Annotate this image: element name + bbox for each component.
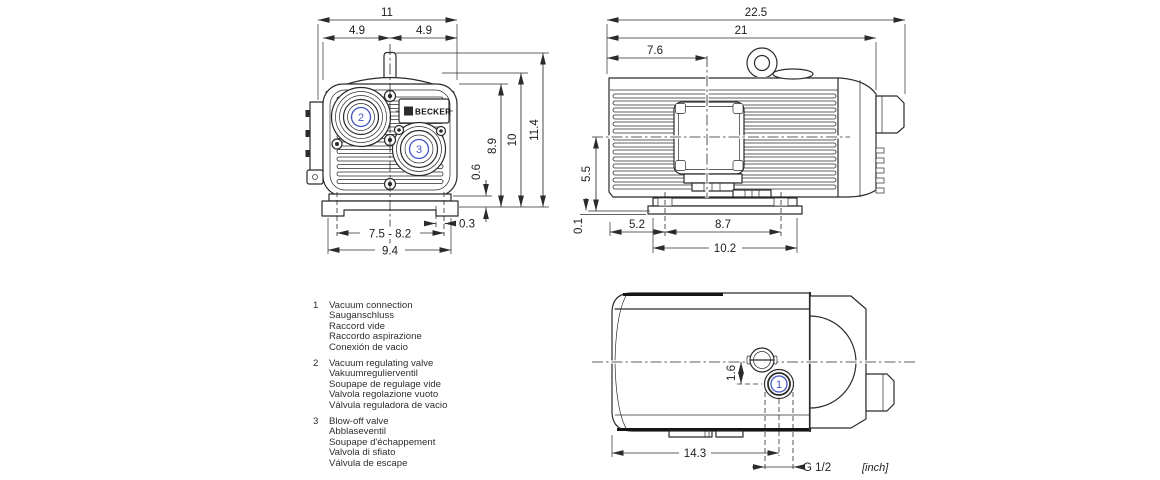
legend-item-1: 1 Vacuum connection Sauganschluss Raccor… bbox=[313, 300, 498, 353]
mounting-tabs-top bbox=[668, 430, 744, 438]
callout-1-label: 1 bbox=[776, 379, 782, 391]
dim-top-port-position: 14.3 bbox=[684, 448, 706, 460]
dim-front-height-total: 11.4 bbox=[529, 119, 541, 141]
dim-front-mount-slot-range: 7.5 - 8.2 bbox=[369, 229, 411, 241]
dim-front-width-right: 4.9 bbox=[416, 25, 432, 37]
dim-top-port-offset: 1.6 bbox=[726, 365, 738, 381]
dim-front-base-step: 0.6 bbox=[471, 164, 483, 180]
brand-text: BECKER bbox=[415, 108, 451, 117]
dim-side-foot-span: 8.7 bbox=[715, 219, 731, 231]
dim-side-length-total: 22.5 bbox=[745, 7, 767, 19]
callout-3-badge bbox=[408, 138, 430, 160]
dim-front-height-dome: 10 bbox=[507, 134, 519, 147]
legend-item-3-line: Valvola di sfiato bbox=[329, 447, 396, 459]
top-view: 1 1.6 14.3 G 1/2 [inch] bbox=[592, 291, 915, 474]
legend-item-3-line: Blow-off valve bbox=[329, 416, 389, 428]
vacuum-regulating-valve: 2 bbox=[330, 86, 392, 150]
legend-item-2-line: Válvula reguladora de vacio bbox=[329, 399, 448, 411]
dim-front-height-body: 8.9 bbox=[487, 138, 499, 154]
legend-item-1-line: Conexión de vacio bbox=[329, 341, 408, 353]
dim-front-mount-width: 9.4 bbox=[382, 246, 399, 258]
dim-side-cover-center: 7.6 bbox=[647, 45, 663, 57]
callout-1-badge bbox=[770, 375, 788, 393]
side-flange bbox=[305, 101, 324, 185]
legend-item-3-line: Soupape d'échappement bbox=[329, 436, 436, 448]
legend-item-1-line: Raccordo aspirazione bbox=[329, 331, 422, 343]
dim-front-foot-edge-offset: 0.3 bbox=[459, 219, 475, 231]
callout-2-badge bbox=[350, 106, 372, 128]
side-view: 22.5 21 7.6 5.5 0.1 5.2 8.7 10.2 bbox=[573, 7, 906, 255]
legend-item-2-line: Soupape de regulage vide bbox=[329, 378, 442, 390]
dim-side-length-body: 21 bbox=[735, 25, 748, 37]
parts-legend: 1 Vacuum connection Sauganschluss Raccor… bbox=[313, 300, 498, 475]
lifting-eye bbox=[746, 47, 778, 79]
legend-item-1-line: Sauganschluss bbox=[329, 310, 395, 322]
mounting-rail-side bbox=[647, 197, 803, 215]
oil-port-oval bbox=[772, 68, 814, 80]
legend-item-3: 3 Blow-off valve Abblaseventil Soupape d… bbox=[313, 416, 498, 469]
callout-2-label: 2 bbox=[358, 112, 364, 124]
access-cover bbox=[673, 101, 745, 192]
legend-item-2-line: Valvola regolazione vuoto bbox=[329, 389, 439, 401]
legend-item-2: 2 Vacuum regulating valve Vakuumregulier… bbox=[313, 358, 498, 411]
becker-logo: BECKER bbox=[396, 98, 453, 124]
dim-side-axis-height: 5.5 bbox=[581, 166, 593, 182]
legend-item-3-line: Válvula de escape bbox=[329, 457, 408, 469]
legend-item-1-line: Raccord vide bbox=[329, 320, 385, 332]
terminal-box-side bbox=[875, 95, 905, 134]
legend-item-3-line: Abblaseventil bbox=[329, 426, 387, 438]
dim-top-thread: G 1/2 bbox=[803, 462, 831, 474]
becker-logo-mark bbox=[404, 106, 413, 116]
unit-note: [inch] bbox=[861, 462, 889, 474]
legend-item-2-number: 2 bbox=[313, 358, 319, 370]
legend-item-2-line: Vakuumregulierventil bbox=[329, 368, 418, 380]
dim-front-width-left: 4.9 bbox=[349, 25, 365, 37]
legend-item-3-number: 3 bbox=[313, 416, 319, 428]
dim-side-shim-height: 0.1 bbox=[573, 218, 585, 234]
legend-item-1-line: Vacuum connection bbox=[329, 300, 413, 311]
legend-item-2-line: Vacuum regulating valve bbox=[329, 358, 434, 370]
dim-side-foot-left-offset: 5.2 bbox=[629, 219, 645, 231]
legend-item-1-number: 1 bbox=[313, 300, 319, 311]
front-view: 2 BECKER 3 bbox=[305, 7, 549, 258]
dim-front-width-total: 11 bbox=[381, 7, 393, 19]
dim-side-foot-total: 10.2 bbox=[714, 243, 736, 255]
vacuum-connection-port: 1 bbox=[763, 368, 795, 400]
blow-off-valve: 3 bbox=[391, 121, 447, 177]
callout-3-label: 3 bbox=[416, 144, 422, 156]
terminal-box-top bbox=[865, 373, 895, 412]
slotted-screw bbox=[746, 347, 778, 373]
